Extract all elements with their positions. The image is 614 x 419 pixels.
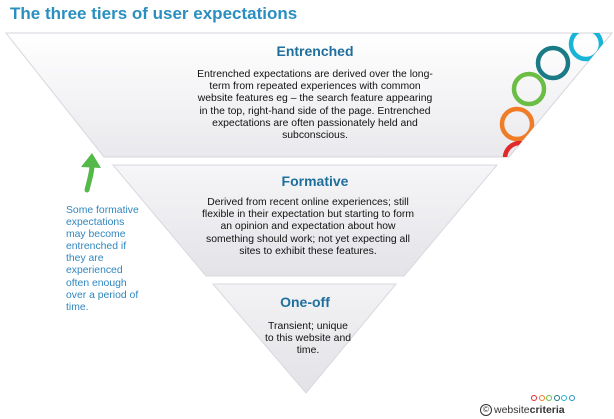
side-note: Some formative expectations may become e… xyxy=(66,205,139,313)
tier-formative-shape xyxy=(111,164,499,277)
brand-dot-1 xyxy=(531,395,537,401)
tier-one-off-shape xyxy=(211,283,398,394)
tier-entrenched-body: Entrenched expectations are derived over… xyxy=(197,69,433,142)
ring-2 xyxy=(535,45,571,81)
brand-dot-2 xyxy=(538,395,545,401)
page-title: The three tiers of user expectations xyxy=(10,4,298,23)
tier-one-off-heading: One-off xyxy=(280,294,330,310)
tier-entrenched-heading: Entrenched xyxy=(276,43,354,59)
tier-formative-heading: Formative xyxy=(281,173,349,189)
ring-5 xyxy=(502,140,538,157)
decorative-rings xyxy=(499,33,604,157)
ring-4 xyxy=(499,106,535,142)
ring-3 xyxy=(511,71,547,107)
copyright-icon: © xyxy=(480,404,492,417)
brand-dot-3 xyxy=(546,395,552,401)
tier-entrenched-shape xyxy=(4,32,614,158)
brand-dot-5 xyxy=(561,395,567,401)
brand-dots xyxy=(531,395,575,401)
up-arrow-icon xyxy=(81,153,101,193)
brand-suffix: criteria xyxy=(529,404,565,416)
brand-dot-6 xyxy=(568,395,575,401)
ring-1 xyxy=(568,33,604,62)
tier-formative-body: Derived from recent online experiences; … xyxy=(202,197,414,257)
tier-one-off-body: Transient; unique to this website and ti… xyxy=(264,321,352,357)
brand-logo: ©websitecriteria xyxy=(480,404,565,417)
brand-dot-4 xyxy=(553,395,560,401)
brand-prefix: website xyxy=(494,404,530,416)
